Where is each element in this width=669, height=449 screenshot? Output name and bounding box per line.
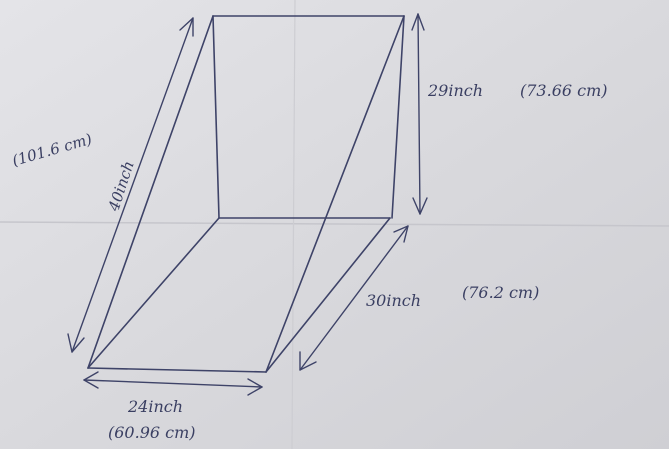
width-dimension-arrow [83, 379, 263, 388]
height-cm-label: (73.66 cm) [520, 81, 608, 100]
height-dimension-arrow [417, 13, 421, 215]
paper-fold-vertical [291, 0, 296, 449]
depth-inch-label: 30inch [366, 291, 421, 310]
depth-arrowhead-bottom [299, 351, 317, 371]
diagonal-arrowhead-bottom [67, 333, 85, 353]
left-slope-edge [87, 15, 214, 369]
diagonal-arrowhead-top [179, 17, 194, 37]
depth-arrowhead-top [393, 225, 409, 243]
width-arrowhead-right [247, 378, 263, 396]
diagonal-dimension-arrow [71, 17, 194, 353]
right-slope-edge [265, 15, 405, 373]
base-left-diagonal [87, 217, 220, 369]
depth-cm-label: (76.2 cm) [462, 283, 539, 302]
back-left-edge [212, 15, 220, 219]
front-bottom-edge [87, 367, 267, 373]
width-inch-label: 24inch [127, 397, 183, 416]
height-arrowhead-top [411, 13, 425, 31]
width-arrowhead-left [83, 371, 99, 389]
height-inch-label: 29inch [427, 81, 483, 100]
back-right-edge [391, 15, 405, 219]
paper-fold-horizontal [0, 221, 669, 227]
base-right-diagonal [265, 217, 391, 373]
width-cm-label: (60.96 cm) [108, 423, 196, 442]
depth-dimension-arrow [299, 225, 409, 371]
height-arrowhead-bottom [412, 197, 428, 215]
